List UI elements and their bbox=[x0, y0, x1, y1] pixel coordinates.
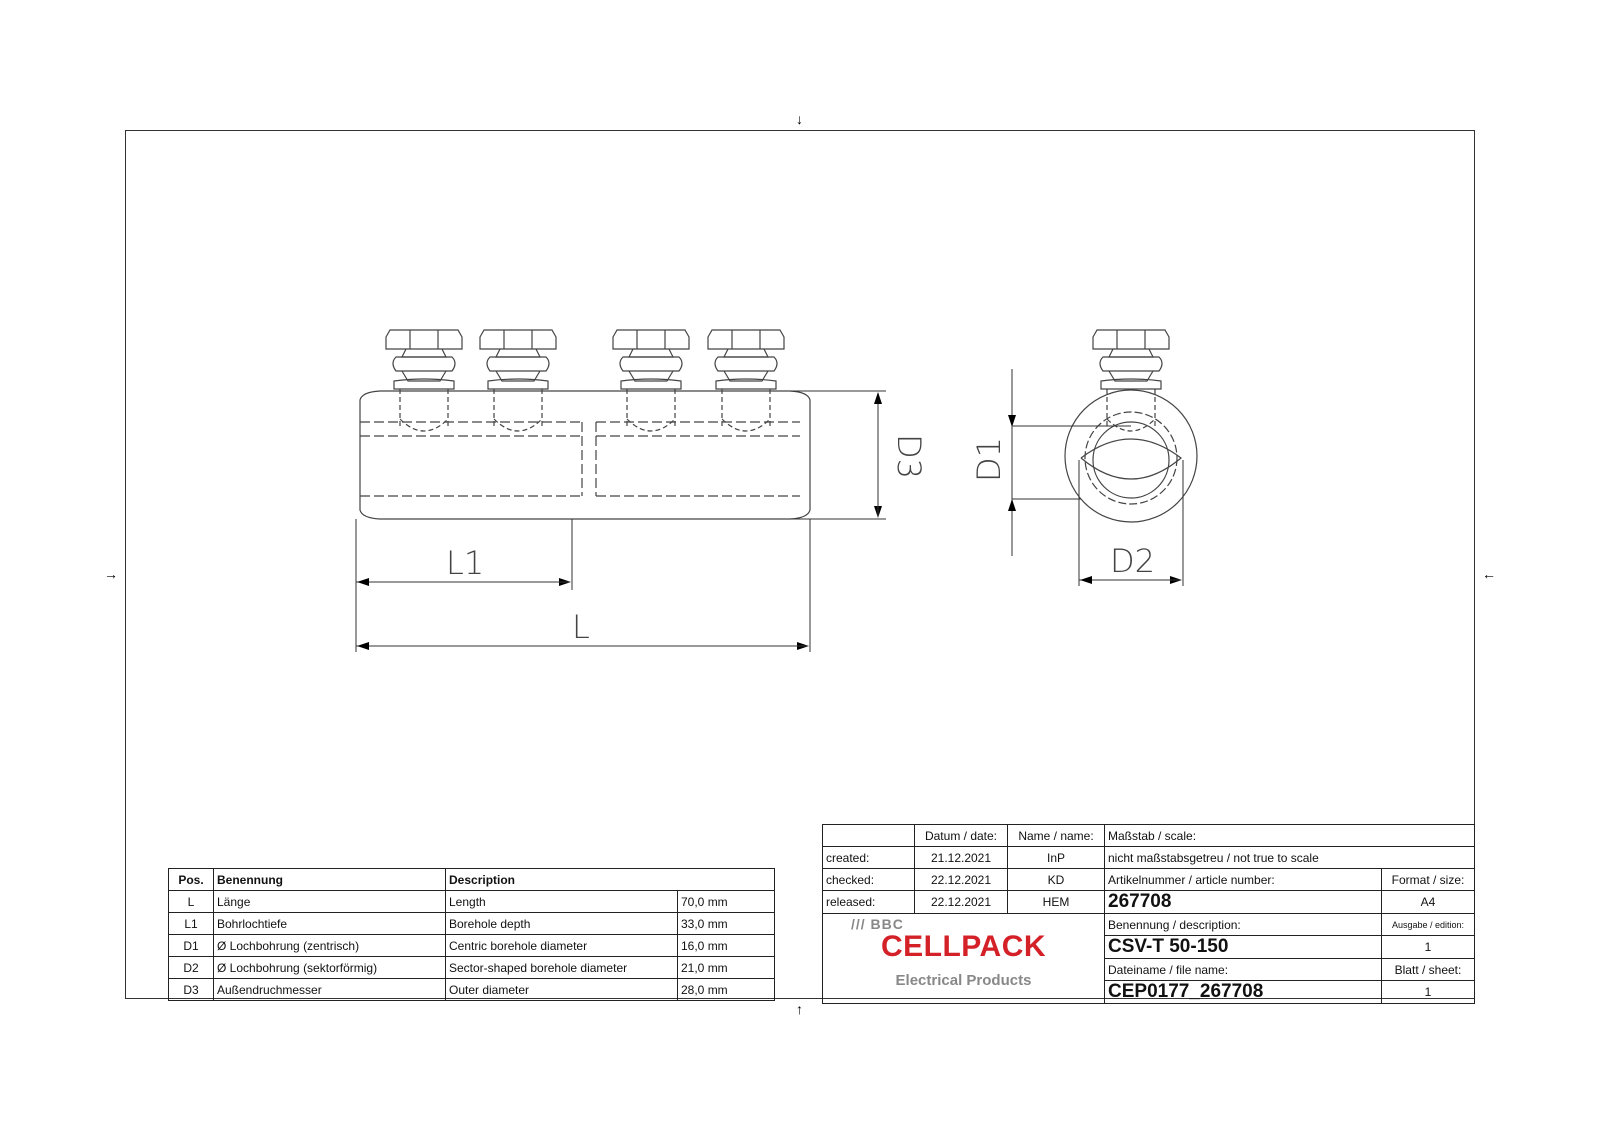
logo-tagline: Electrical Products bbox=[895, 972, 1032, 989]
dim-label-d3: D3 bbox=[890, 434, 928, 479]
parts-table: Pos. Benennung Description L Länge Lengt… bbox=[168, 868, 775, 1001]
format-label: Format / size: bbox=[1381, 868, 1475, 891]
dim-label-d2: D2 bbox=[1110, 542, 1155, 580]
dim-label-l1: L1 bbox=[446, 544, 484, 582]
pos: D2 bbox=[168, 956, 214, 979]
edition-label: Ausgabe / edition: bbox=[1381, 913, 1475, 936]
description: Outer diameter bbox=[445, 978, 678, 1001]
checked-label: checked: bbox=[822, 868, 915, 891]
value: 28,0 mm bbox=[677, 978, 775, 1001]
created-name: InP bbox=[1007, 846, 1105, 869]
scale-label: Maßstab / scale: bbox=[1104, 824, 1475, 847]
description: Centric borehole diameter bbox=[445, 934, 678, 957]
benennung: Ø Lochbohrung (zentrisch) bbox=[213, 934, 446, 957]
benennung: Außendruchmesser bbox=[213, 978, 446, 1001]
benennung: Bohrlochtiefe bbox=[213, 912, 446, 935]
article-number: 267708 bbox=[1104, 890, 1382, 914]
pos: D1 bbox=[168, 934, 214, 957]
format-value: A4 bbox=[1381, 890, 1475, 914]
date-header: Datum / date: bbox=[914, 824, 1008, 847]
released-name: HEM bbox=[1007, 890, 1105, 914]
checked-date: 22.12.2021 bbox=[914, 868, 1008, 891]
table-row: D2 Ø Lochbohrung (sektorförmig) Sector-s… bbox=[168, 956, 775, 979]
header-benennung: Benennung bbox=[213, 868, 446, 891]
article-number-label: Artikelnummer / article number: bbox=[1104, 868, 1382, 891]
frame-marker-left: → bbox=[104, 566, 118, 582]
description: Sector-shaped borehole diameter bbox=[445, 956, 678, 979]
sheet-value: 1 bbox=[1381, 980, 1475, 1004]
frame-marker-right: ← bbox=[1482, 566, 1496, 582]
released-date: 22.12.2021 bbox=[914, 890, 1008, 914]
description-label: Benennung / description: bbox=[1104, 913, 1382, 936]
benennung: Ø Lochbohrung (sektorförmig) bbox=[213, 956, 446, 979]
pos: L bbox=[168, 890, 214, 913]
header-pos: Pos. bbox=[168, 868, 214, 891]
value: 33,0 mm bbox=[677, 912, 775, 935]
company-logo: /// BBC CELLPACK Electrical Products bbox=[822, 913, 1105, 1004]
sheet-label: Blatt / sheet: bbox=[1381, 958, 1475, 981]
logo-brand: CELLPACK bbox=[880, 930, 1047, 963]
file-name-label: Dateiname / file name: bbox=[1104, 958, 1382, 981]
released-label: released: bbox=[822, 890, 915, 914]
header-description: Description bbox=[445, 868, 775, 891]
created-label: created: bbox=[822, 846, 915, 869]
table-row: D1 Ø Lochbohrung (zentrisch) Centric bor… bbox=[168, 934, 775, 957]
table-row: L1 Bohrlochtiefe Borehole depth 33,0 mm bbox=[168, 912, 775, 935]
title-block: Datum / date: Name / name: Maßstab / sca… bbox=[822, 824, 1475, 1004]
description-value: CSV-T 50-150 bbox=[1104, 935, 1382, 959]
dim-label-d1: D1 bbox=[970, 437, 1008, 482]
parts-table-header: Pos. Benennung Description bbox=[168, 868, 775, 891]
pos: L1 bbox=[168, 912, 214, 935]
side-view bbox=[359, 329, 811, 520]
value: 21,0 mm bbox=[677, 956, 775, 979]
file-name-value: CEP0177_267708 bbox=[1104, 980, 1382, 1004]
frame-marker-bottom: ↑ bbox=[796, 1001, 803, 1017]
name-header: Name / name: bbox=[1007, 824, 1105, 847]
scale-value: nicht maßstabsgetreu / not true to scale bbox=[1104, 846, 1475, 869]
table-row: L Länge Length 70,0 mm bbox=[168, 890, 775, 913]
logo-prefix: /// BBC bbox=[851, 916, 904, 932]
benennung: Länge bbox=[213, 890, 446, 913]
front-view bbox=[1064, 329, 1198, 523]
pos: D3 bbox=[168, 978, 214, 1001]
edition-value: 1 bbox=[1381, 935, 1475, 959]
dim-label-l: L bbox=[572, 608, 590, 646]
description: Length bbox=[445, 890, 678, 913]
description: Borehole depth bbox=[445, 912, 678, 935]
drawing-frame bbox=[125, 130, 1475, 999]
table-row: D3 Außendruchmesser Outer diameter 28,0 … bbox=[168, 978, 775, 1001]
value: 16,0 mm bbox=[677, 934, 775, 957]
created-date: 21.12.2021 bbox=[914, 846, 1008, 869]
value: 70,0 mm bbox=[677, 890, 775, 913]
frame-marker-top: ↓ bbox=[796, 111, 803, 127]
checked-name: KD bbox=[1007, 868, 1105, 891]
